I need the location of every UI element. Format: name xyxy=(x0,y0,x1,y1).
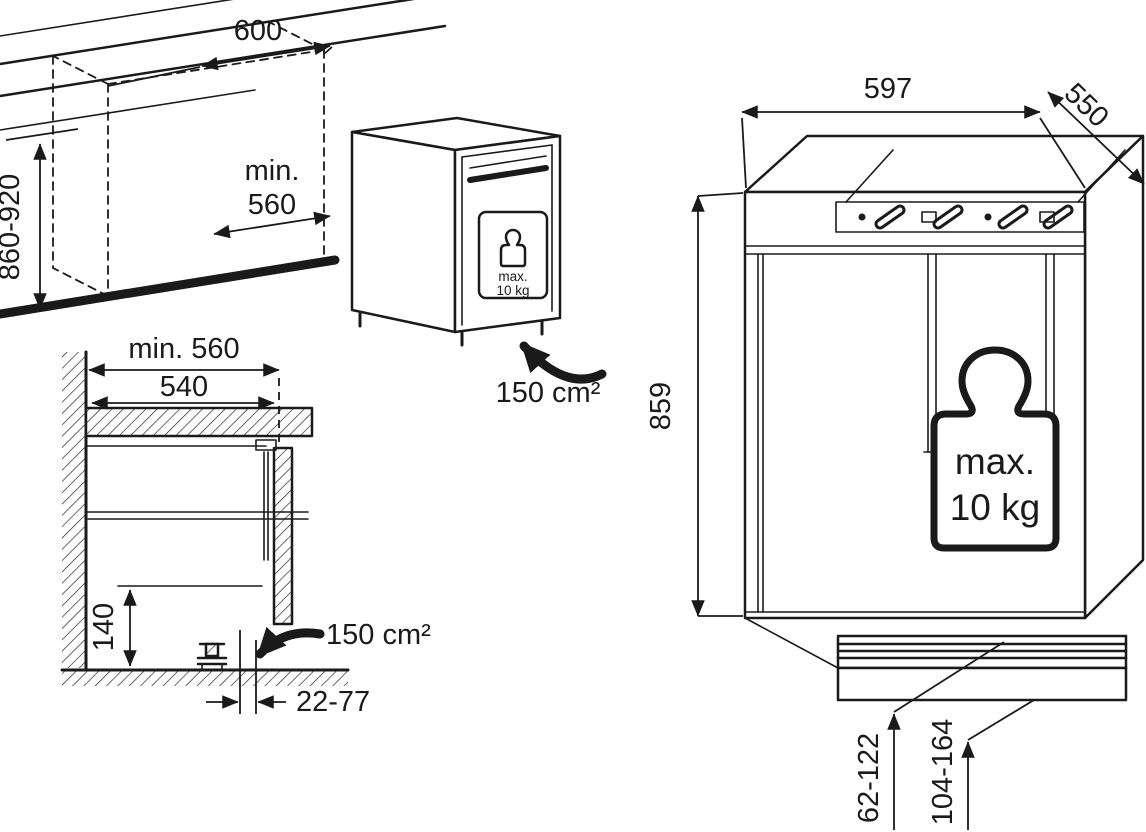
niche-perspective-view: 600 min. 560 860-920 xyxy=(0,0,607,409)
appliance-box: max. 10 kg xyxy=(350,116,562,347)
sticker-label-10kg: 10 kg xyxy=(496,283,529,298)
dim-label-niche-width: 600 xyxy=(234,15,282,47)
worktop xyxy=(0,0,447,131)
dim-recess-range: 22-77 xyxy=(206,630,370,718)
mounting-hardware xyxy=(835,149,1126,233)
dim-worktop-depth: 540 xyxy=(91,371,275,410)
dim-label-appliance-height: 859 xyxy=(645,382,677,430)
screw-icon xyxy=(984,213,992,221)
vent-arrow-icon xyxy=(255,626,325,659)
vent-indicator-niche: 150 cm² xyxy=(496,341,607,409)
max-weight-sticker: max. 10 kg xyxy=(477,210,549,300)
dim-label-grille-range: 62-122 xyxy=(853,733,885,823)
dim-plinth-height: 140 xyxy=(88,589,137,667)
dim-section-niche-depth: min. 560 xyxy=(88,333,280,452)
dim-label-appliance-depth: 550 xyxy=(1058,77,1115,134)
dim-niche-depth-min: min. 560 xyxy=(213,155,331,239)
front-view: max. 10 kg 597 550 859 62-122 10 xyxy=(645,73,1145,830)
dim-plinth-range: 104-164 xyxy=(927,699,1035,830)
door-panel xyxy=(744,245,1086,613)
weight-icon xyxy=(930,346,1060,552)
dim-niche-width: 600 xyxy=(107,15,333,87)
adjustable-foot xyxy=(196,642,228,671)
dim-label-worktop-depth: 540 xyxy=(160,371,208,403)
wall-section xyxy=(62,350,88,670)
appliance-feet xyxy=(358,312,544,347)
appliance-side-face xyxy=(350,130,457,334)
door-handle xyxy=(467,155,549,183)
dim-grille-range: 62-122 xyxy=(853,641,1005,830)
rail-slot-icon xyxy=(932,204,964,230)
plinth-and-grille xyxy=(744,617,1128,702)
dim-label-plinth-range: 104-164 xyxy=(927,719,959,825)
weight-label-max: max. xyxy=(955,441,1035,482)
dim-label-appliance-width: 597 xyxy=(864,73,912,105)
rail-slot-icon xyxy=(874,204,906,230)
rail-slot-icon xyxy=(997,204,1029,230)
dim-label-section-niche-depth: min. 560 xyxy=(128,333,239,365)
appliance-top-face xyxy=(743,134,1145,194)
dim-niche-height: 860-920 xyxy=(0,128,79,314)
weight-icon xyxy=(499,228,527,268)
screw-icon xyxy=(858,213,866,221)
appliance-right-face xyxy=(1083,134,1145,620)
sticker-label-max: max. xyxy=(498,269,527,284)
dim-label-recess-range: 22-77 xyxy=(296,686,370,718)
dim-appliance-height: 859 xyxy=(645,192,744,617)
vent-label-section: 150 cm² xyxy=(326,619,431,651)
weight-label-10kg: 10 kg xyxy=(950,487,1041,528)
floor-section xyxy=(60,668,350,686)
plinth-panel xyxy=(836,666,1128,702)
appliance-section xyxy=(87,439,309,626)
section-view: min. 560 540 140 xyxy=(60,333,431,718)
vent-label-niche: 150 cm² xyxy=(496,377,601,409)
dim-label-niche-height: 860-920 xyxy=(0,174,26,280)
appliance-front-face xyxy=(743,190,1087,620)
dim-label-niche-depth-min-1: min. xyxy=(245,155,300,187)
max-weight-icon-large: max. 10 kg xyxy=(930,346,1060,552)
dim-label-niche-depth-min-2: 560 xyxy=(248,189,296,221)
dim-label-plinth-height: 140 xyxy=(88,603,120,651)
vent-arrow-icon xyxy=(519,341,607,384)
vent-indicator-section: 150 cm² xyxy=(255,619,431,659)
